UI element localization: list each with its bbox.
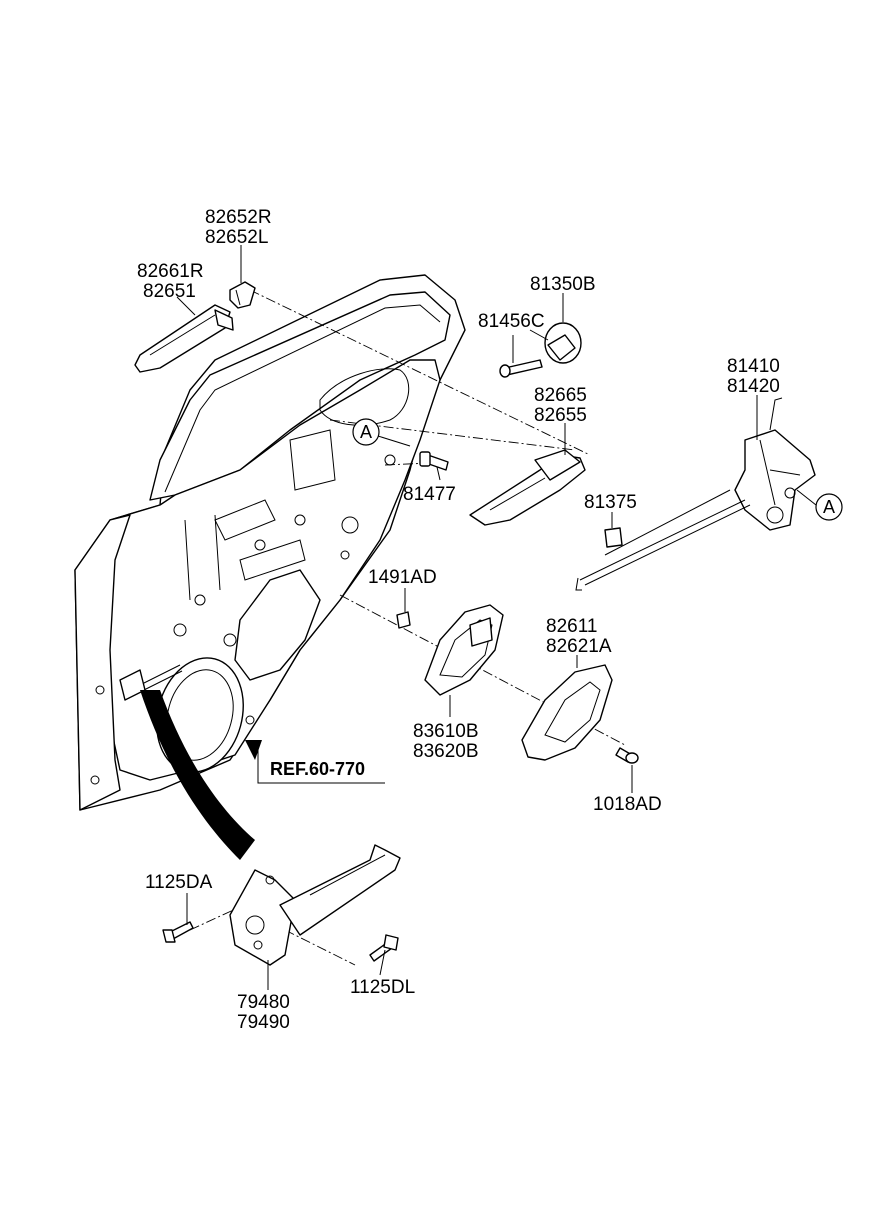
label-1125dl: 1125DL (350, 977, 415, 998)
label-82665: 82665 (534, 385, 587, 406)
label-82611: 82611 (546, 616, 597, 637)
part-labels: 82652R 82652L 82661R 82651 81350B 81456C… (137, 207, 780, 1033)
screw-1018ad (615, 747, 639, 764)
striker-part (544, 322, 582, 364)
door-latch-assembly (575, 397, 816, 591)
label-79480: 79480 (237, 992, 290, 1013)
nut-1491ad (396, 611, 411, 629)
handle-cover-part (229, 281, 256, 309)
label-82655: 82655 (534, 405, 587, 426)
label-81410: 81410 (727, 356, 780, 377)
callout-a-right: A (815, 493, 843, 521)
callout-a-left: A (352, 418, 380, 446)
label-81420: 81420 (727, 376, 780, 397)
leader-lines (176, 245, 817, 990)
callout-a-left-text: A (360, 422, 372, 442)
screw-81456c (499, 359, 543, 378)
label-82621a: 82621A (546, 636, 612, 657)
inside-handle (424, 604, 504, 696)
label-82651: 82651 (143, 281, 196, 302)
door-panel (74, 274, 466, 811)
bolt-81477 (419, 451, 449, 471)
label-79490: 79490 (237, 1012, 290, 1033)
label-1018ad: 1018AD (593, 794, 662, 815)
label-81350b: 81350B (530, 274, 596, 295)
handle-bezel (521, 664, 613, 761)
clip-81375 (604, 527, 623, 548)
detail-pointer (140, 690, 385, 860)
label-82652r: 82652R (205, 207, 272, 228)
label-81456c: 81456C (478, 311, 545, 332)
bolt-1125dl (369, 934, 399, 962)
callout-a-right-text: A (823, 497, 835, 517)
label-82661r: 82661R (137, 261, 204, 282)
label-81477: 81477 (403, 484, 456, 505)
label-82652l: 82652L (205, 227, 268, 248)
label-83620b: 83620B (413, 741, 479, 762)
label-ref-60-770: REF.60-770 (270, 759, 365, 779)
outside-handle-part (134, 304, 234, 373)
label-1125da: 1125DA (145, 872, 213, 893)
bracket-82665 (469, 449, 586, 526)
label-1491ad: 1491AD (368, 567, 437, 588)
bolt-1125da (162, 921, 194, 943)
label-83610b: 83610B (413, 721, 479, 742)
label-81375: 81375 (584, 492, 637, 513)
door-checker (229, 844, 401, 966)
